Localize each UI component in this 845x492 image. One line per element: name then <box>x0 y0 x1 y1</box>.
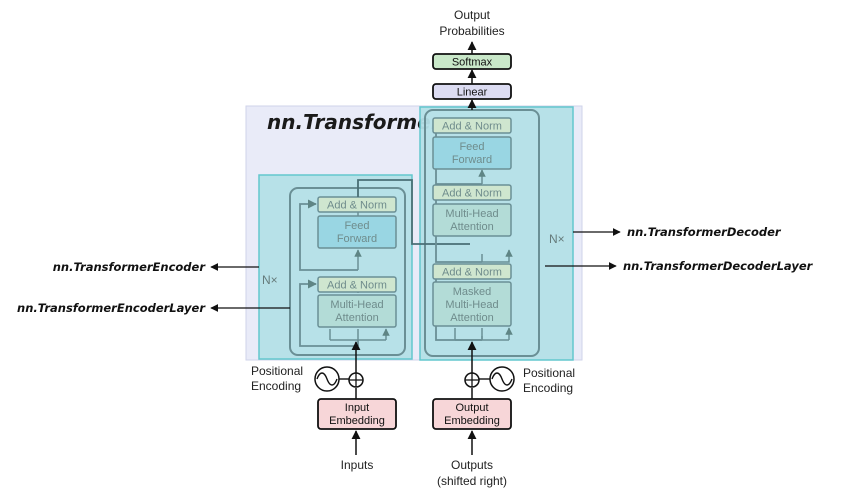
encoder-positional-line1: Positional <box>251 364 303 378</box>
encoder-add-norm-bottom-label: Add & Norm <box>327 280 387 292</box>
decoder-layer-block <box>424 109 540 357</box>
encoder-layer-block <box>289 187 406 356</box>
decoder-add-norm-top <box>432 117 512 134</box>
nn-transformer-encoder-label: nn.TransformerEncoder <box>53 260 207 274</box>
encoder-multi-head-attention <box>317 294 397 328</box>
output-probabilities-line2: Probabilities <box>439 24 504 38</box>
encoder-positional-line2: Encoding <box>251 379 301 393</box>
decoder-add-norm-middle <box>432 184 512 201</box>
inputs-label: Inputs <box>341 458 374 472</box>
encoder-attention-line1: Multi-Head <box>330 299 383 311</box>
encoder-add-norm-top <box>317 196 397 213</box>
decoder-sine-wave <box>491 372 513 386</box>
linear-label: Linear <box>457 87 488 99</box>
decoder-masked-line3: Attention <box>450 312 493 324</box>
encoder-feed-forward-line2: Forward <box>337 233 377 245</box>
encoder-feed-forward-line1: Feed <box>344 220 369 232</box>
nn-transformer-decoder-label: nn.TransformerDecoder <box>627 225 782 239</box>
input-embedding-line1: Input <box>345 402 369 414</box>
input-embedding-line2: Embedding <box>329 415 385 427</box>
decoder-masked-attention <box>432 281 512 327</box>
nn-transformer-encoder-layer-label: nn.TransformerEncoderLayer <box>17 301 206 315</box>
encoder-feed-forward <box>317 215 397 249</box>
encoder-add-norm-bottom <box>317 276 397 293</box>
decoder-attention-line1: Multi-Head <box>445 208 498 220</box>
encoder-attention-line2: Attention <box>335 312 378 324</box>
decoder-add-norm-top-label: Add & Norm <box>442 121 502 133</box>
encoder-to-decoder-line <box>357 179 470 245</box>
transformer-title: nn.Transformer <box>267 110 442 134</box>
decoder-feed-forward-line1: Feed <box>459 141 484 153</box>
decoder-positional-line2: Encoding <box>523 381 573 395</box>
decoder-positional-line1: Positional <box>523 366 575 380</box>
decoder-attention-line2: Attention <box>450 221 493 233</box>
softmax-label: Softmax <box>452 57 493 69</box>
encoder-add-norm-top-label: Add & Norm <box>327 200 387 212</box>
decoder-masked-line2: Multi-Head <box>445 299 498 311</box>
decoder-masked-line1: Masked <box>453 286 492 298</box>
nn-transformer-decoder-layer-label: nn.TransformerDecoderLayer <box>623 259 814 273</box>
decoder-multi-head-attention <box>432 203 512 237</box>
encoder-nx: N× <box>262 273 278 287</box>
output-embedding-line2: Embedding <box>444 415 500 427</box>
decoder-add-norm-middle-label: Add & Norm <box>442 188 502 200</box>
input-embedding-box <box>317 398 397 430</box>
encoder-add-plus <box>349 373 363 387</box>
decoder-add-plus <box>465 373 479 387</box>
decoder-add-norm-bottom <box>432 263 512 280</box>
output-embedding-line1: Output <box>455 402 488 414</box>
decoder-add-norm-bottom-label: Add & Norm <box>442 267 502 279</box>
decoder-feed-forward <box>432 136 512 170</box>
decoder-nx: N× <box>549 232 565 246</box>
outputs-label-line1: Outputs <box>451 458 493 472</box>
decoder-feed-forward-line2: Forward <box>452 154 492 166</box>
encoder-sine-wave <box>316 372 338 386</box>
outputs-label-line2: (shifted right) <box>437 474 507 488</box>
output-probabilities-line1: Output <box>454 8 491 22</box>
